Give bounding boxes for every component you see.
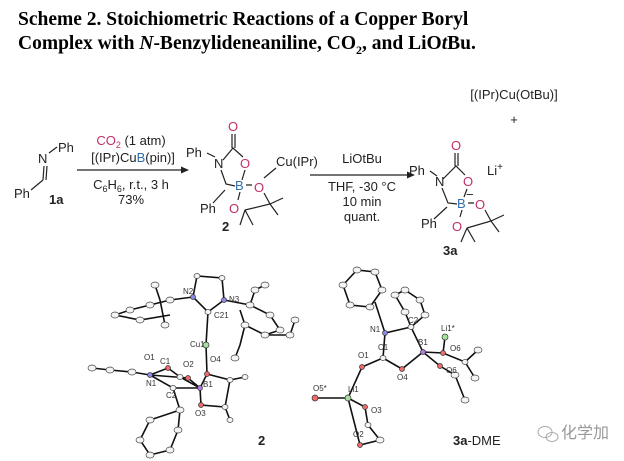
watermark: 化学加 xyxy=(537,423,609,442)
title-line-2: Complex with N-Benzylideneaniline, CO2, … xyxy=(18,33,476,57)
compound-label-3a: 3a xyxy=(443,243,458,258)
svg-text:+: + xyxy=(510,112,518,127)
svg-text:Li1: Li1 xyxy=(348,385,359,394)
svg-text:O2: O2 xyxy=(183,360,194,369)
title-line-1: Scheme 2. Stoichiometric Reactions of a … xyxy=(18,9,469,30)
svg-text:N3: N3 xyxy=(229,295,240,304)
svg-text:B: B xyxy=(457,196,466,211)
svg-text:O4: O4 xyxy=(210,355,221,364)
reaction-arrow-2: LiOtBu THF, -30 °C 10 min quant. xyxy=(310,151,415,224)
svg-text:C2: C2 xyxy=(166,391,177,400)
svg-text:N: N xyxy=(435,174,444,189)
svg-text:N: N xyxy=(214,156,223,171)
svg-text:Cu1: Cu1 xyxy=(190,340,205,349)
compound-3a: [(IPr)Cu(OtBu)] + O Ph N O B − O Li+ Ph … xyxy=(409,87,558,258)
svg-text:O3: O3 xyxy=(195,409,206,418)
crystal-structure-3a-dme: N1 C2 Li1* B1 O6 C1 O1 O6 O4 O5* Li1 O3 … xyxy=(311,266,501,448)
scheme-title: Scheme 2. Stoichiometric Reactions of a … xyxy=(18,8,476,62)
structure-label-3a-dme: 3a-DME xyxy=(453,433,501,448)
svg-text:C1: C1 xyxy=(160,357,171,366)
svg-text:O2: O2 xyxy=(353,430,364,439)
yield-2: quant. xyxy=(344,209,380,224)
svg-text:O: O xyxy=(240,156,250,171)
compound-label-1a: 1a xyxy=(49,192,64,207)
svg-text:Ph: Ph xyxy=(409,163,425,178)
svg-text:B1: B1 xyxy=(203,380,213,389)
svg-text:N1: N1 xyxy=(370,325,381,334)
svg-text:N1: N1 xyxy=(146,379,157,388)
svg-text:O1: O1 xyxy=(144,353,155,362)
svg-text:O: O xyxy=(254,180,264,195)
svg-text:O: O xyxy=(229,201,239,216)
svg-text:O3: O3 xyxy=(371,406,382,415)
phenyl-label: Ph xyxy=(14,186,30,201)
time-2: 10 min xyxy=(342,194,381,209)
wechat-icon xyxy=(537,426,559,442)
compound-label-2: 2 xyxy=(222,219,229,234)
crystal-structure-2: N2 N3 C21 Cu1 O1 C1 O2 O4 N1 B1 C2 O3 2 xyxy=(87,273,300,459)
svg-text:O: O xyxy=(452,219,462,234)
svg-text:B1: B1 xyxy=(418,338,428,347)
svg-text:O6: O6 xyxy=(450,344,461,353)
svg-text:O1: O1 xyxy=(358,351,369,360)
svg-text:N2: N2 xyxy=(183,287,194,296)
svg-text:O: O xyxy=(463,174,473,189)
byproduct-label: [(IPr)Cu(OtBu)] xyxy=(470,87,557,102)
svg-text:−: − xyxy=(466,187,474,202)
structure-label-2: 2 xyxy=(258,433,265,448)
reagent-liotbu: LiOtBu xyxy=(342,151,382,166)
catalyst-label: [(IPr)CuB(pin)] xyxy=(91,150,175,165)
svg-text:O6: O6 xyxy=(446,366,457,375)
reaction-arrow-1: CO2 (1 atm) [(IPr)CuB(pin)] C6H6, r.t., … xyxy=(77,133,189,207)
reagent-co2: CO2 (1 atm) xyxy=(96,133,165,150)
svg-text:Li1*: Li1* xyxy=(441,324,455,333)
svg-text:Cu(IPr): Cu(IPr) xyxy=(276,154,318,169)
yield-1: 73% xyxy=(118,192,144,207)
watermark-text: 化学加 xyxy=(561,423,609,442)
svg-text:O: O xyxy=(475,197,485,212)
svg-text:Ph: Ph xyxy=(186,145,202,160)
svg-text:Ph: Ph xyxy=(200,201,216,216)
svg-text:Ph: Ph xyxy=(421,216,437,231)
compound-1a: N Ph Ph 1a xyxy=(14,140,74,207)
svg-text:C2: C2 xyxy=(408,316,419,325)
svg-text:C1: C1 xyxy=(378,343,389,352)
svg-text:O4: O4 xyxy=(397,373,408,382)
svg-text:O5*: O5* xyxy=(313,384,327,393)
atom-N: N xyxy=(38,151,47,166)
svg-text:C21: C21 xyxy=(214,311,229,320)
svg-text:O: O xyxy=(451,138,461,153)
lithium-cation: Li+ xyxy=(487,162,503,178)
phenyl-label: Ph xyxy=(58,140,74,155)
svg-text:B: B xyxy=(235,178,244,193)
conditions-2: THF, -30 °C xyxy=(328,179,396,194)
solvent-conditions: C6H6, r.t., 3 h xyxy=(93,177,169,194)
svg-text:O: O xyxy=(228,119,238,134)
compound-2: O Ph N O B O Cu(IPr) Ph O 2 xyxy=(186,119,318,234)
